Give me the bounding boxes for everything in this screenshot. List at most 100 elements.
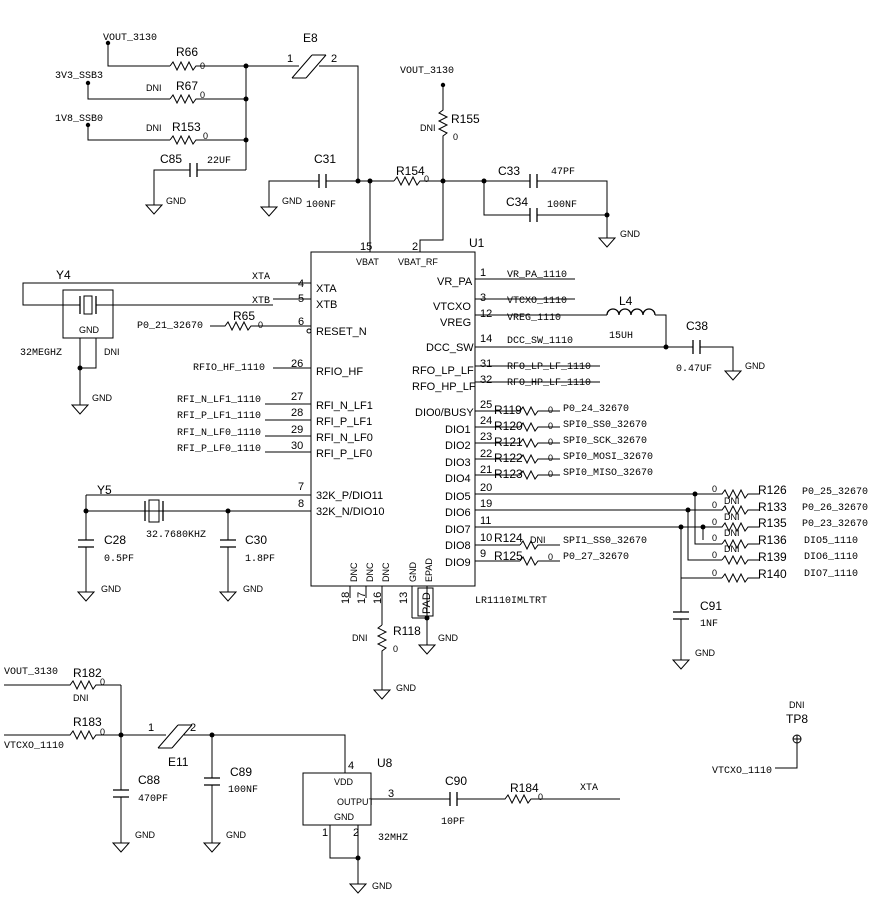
ref-r184: R184 bbox=[510, 781, 539, 795]
ref-u8: U8 bbox=[377, 756, 393, 770]
u1-pin-name: VTCXO bbox=[433, 301, 471, 313]
resistor-r155 bbox=[437, 85, 449, 181]
val-r135: 0 bbox=[712, 517, 717, 527]
u1-pin-name: DIO0/BUSY bbox=[415, 407, 474, 419]
pin-inversion-bubble bbox=[306, 328, 312, 334]
val-c90: 10PF bbox=[441, 817, 465, 828]
gnd-label: GND bbox=[282, 196, 303, 206]
u1-pin-name: DIO7 bbox=[445, 524, 471, 536]
net-rfio-hf: RFIO_HF_1110 bbox=[193, 363, 265, 374]
net-vout-3130-c: VOUT_3130 bbox=[4, 667, 58, 678]
ref-c88: C88 bbox=[138, 773, 160, 787]
val-y5: 32.7680KHZ bbox=[146, 530, 206, 541]
resistor-r182 bbox=[4, 679, 121, 691]
val-r133: 0 bbox=[712, 500, 717, 510]
ref-r121: R121 bbox=[494, 435, 523, 449]
u1-pin-name: DIO6 bbox=[445, 507, 471, 519]
capacitor-c88 bbox=[113, 789, 129, 798]
ref-r135: R135 bbox=[758, 516, 787, 530]
wire bbox=[483, 181, 530, 216]
junction bbox=[243, 137, 249, 143]
junction bbox=[77, 365, 83, 371]
ground-symbol bbox=[111, 842, 131, 853]
ref-c90: C90 bbox=[445, 774, 467, 788]
e8-pin1: 1 bbox=[287, 53, 293, 65]
gnd-label: GND bbox=[438, 633, 459, 643]
val-r123: 0 bbox=[548, 469, 553, 479]
resistor-r183 bbox=[4, 729, 152, 741]
capacitor-c31 bbox=[318, 174, 327, 188]
val-r183: 0 bbox=[100, 727, 105, 737]
u1-pin-name: DNC bbox=[381, 562, 391, 582]
u1-pin-name: RFIO_HF bbox=[316, 366, 363, 378]
val-r66: 0 bbox=[200, 61, 205, 71]
u1-pin-name: DIO9 bbox=[445, 557, 471, 569]
u1-pin-num: 28 bbox=[291, 407, 303, 419]
u1-pin-name: RFI_P_LF1 bbox=[316, 416, 372, 428]
ground-symbol bbox=[597, 237, 617, 248]
ref-r133: R133 bbox=[758, 500, 787, 514]
val-r184: 0 bbox=[538, 792, 543, 802]
capacitor-c30 bbox=[220, 539, 236, 548]
u1-pad-label: PAD bbox=[421, 592, 433, 614]
ref-r126: R126 bbox=[758, 483, 787, 497]
u1-pin-name: DIO8 bbox=[445, 540, 471, 552]
note-r67: DNI bbox=[146, 83, 162, 93]
u1-pin-name: DNC bbox=[365, 562, 375, 582]
capacitor-c33 bbox=[529, 174, 538, 188]
val-r121: 0 bbox=[548, 437, 553, 447]
note-y4: DNI bbox=[104, 347, 120, 357]
ref-c30: C30 bbox=[245, 533, 267, 547]
ferrite-e11 bbox=[157, 724, 193, 749]
ref-r66: R66 bbox=[176, 45, 198, 59]
note-r133: DNI bbox=[724, 512, 740, 522]
rf-input-labels: RFIO_HF_1110 RFI_N_LF1_1110 RFI_P_LF1_11… bbox=[177, 363, 265, 455]
u1-pin-num: 11 bbox=[480, 515, 491, 527]
ground-symbol bbox=[671, 659, 691, 670]
val-r126: 0 bbox=[712, 484, 717, 494]
resistor-r118 bbox=[376, 624, 388, 690]
ref-r125: R125 bbox=[494, 549, 523, 563]
junction bbox=[118, 732, 124, 738]
capacitor-c28 bbox=[78, 539, 94, 548]
wire bbox=[700, 346, 734, 371]
dio-right-bank: R126 0 DNI P0_25_32670 R133 0 DNI P0_26_… bbox=[671, 483, 868, 670]
ref-r183: R183 bbox=[73, 715, 102, 729]
crystal-y5-plates bbox=[144, 501, 164, 521]
u1-pin-name: RFI_P_LF0 bbox=[316, 448, 372, 460]
dio-resistors bbox=[519, 405, 560, 567]
net-dio7: DIO7_1110 bbox=[804, 569, 858, 580]
wire bbox=[153, 169, 190, 205]
ground-symbol bbox=[417, 644, 437, 655]
val-r65: 0 bbox=[258, 320, 263, 330]
net-xtb: XTB bbox=[252, 296, 270, 307]
u8-vdd: VDD bbox=[334, 777, 354, 787]
resistor-r153 bbox=[169, 134, 246, 146]
wire bbox=[655, 314, 667, 347]
val-r124: DNI bbox=[530, 535, 546, 545]
u1-pin-name: RFI_N_LF0 bbox=[316, 432, 373, 444]
u1-pin-num: 12 bbox=[480, 308, 492, 320]
net-vtcxo-b: VTCXO_1110 bbox=[4, 741, 64, 752]
ref-tp8: TP8 bbox=[786, 712, 808, 726]
gnd-label: GND bbox=[243, 584, 264, 594]
u1-right-pins: 1 VR_PA 3 VTCXO 12 VREG 14 DCC_SW 31 RFO… bbox=[412, 267, 710, 569]
u1-pin-num: 25 bbox=[480, 399, 492, 411]
ground-symbol bbox=[723, 370, 743, 381]
u1-pin-name: RFI_N_LF1 bbox=[316, 400, 373, 412]
net-spi1-ss0: SPI1_SS0_32670 bbox=[563, 536, 647, 547]
ground-symbol bbox=[259, 206, 279, 217]
u8-gnd: GND bbox=[334, 812, 355, 822]
u1-pin-name: DCC_SW bbox=[426, 342, 474, 354]
ref-l4: L4 bbox=[619, 294, 633, 308]
u1-pin-num: 13 bbox=[398, 592, 410, 604]
net-vr-pa: VR_PA_1110 bbox=[507, 270, 567, 281]
net-rfi-n-lf0: RFI_N_LF0_1110 bbox=[177, 428, 261, 439]
ref-r139: R139 bbox=[758, 550, 787, 564]
power-input-section: VOUT_3130 R66 0 3V3_SSB3 DNI R67 0 1V8_S… bbox=[55, 31, 641, 252]
ref-c31: C31 bbox=[314, 152, 336, 166]
resistor-r140 bbox=[721, 572, 760, 584]
resistor-r67 bbox=[169, 93, 246, 105]
val-r139: 0 bbox=[712, 550, 717, 560]
net-rfi-p-lf0: RFI_P_LF0_1110 bbox=[177, 444, 261, 455]
